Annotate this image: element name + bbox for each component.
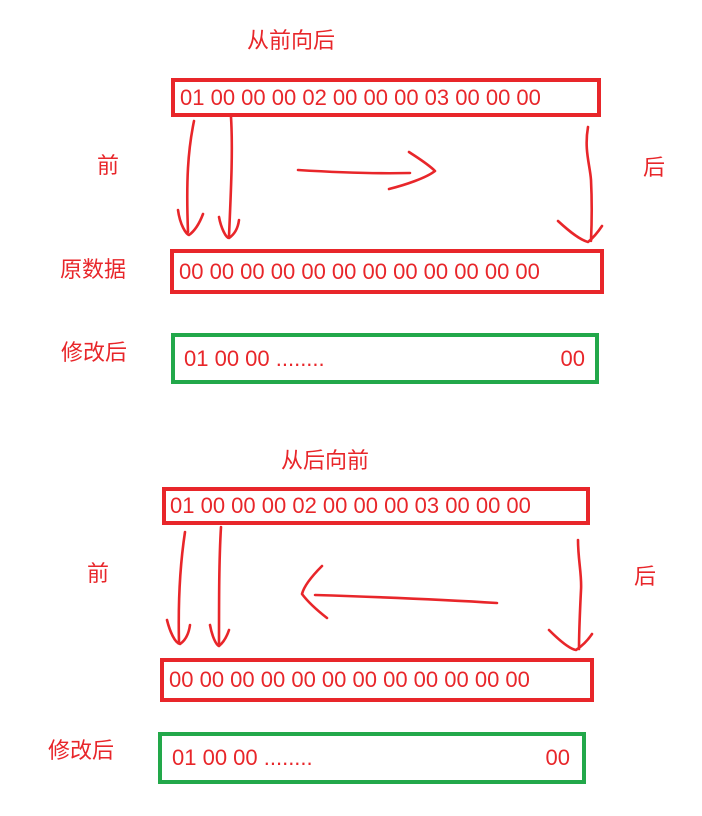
section2-modified-start: 01 00 00 ........ [172, 745, 313, 770]
section1-arrow-byte2 [217, 115, 241, 240]
section2-title: 从后向前 [281, 449, 370, 474]
section2-front-label: 前 [87, 562, 110, 587]
section1-source-box: 01 00 00 00 02 00 00 00 03 00 00 00 [171, 78, 601, 117]
section2-back-label: 后 [634, 565, 657, 590]
section2-source-box: 01 00 00 00 02 00 00 00 03 00 00 00 [162, 487, 590, 525]
section1-original-box: 00 00 00 00 00 00 00 00 00 00 00 00 [170, 249, 604, 294]
section2-modified-end: 00 [545, 745, 570, 770]
section1-front-label: 前 [97, 154, 120, 179]
section1-original-bytes: 00 00 00 00 00 00 00 00 00 00 00 00 [179, 258, 540, 284]
section2-original-box: 00 00 00 00 00 00 00 00 00 00 00 00 [160, 658, 594, 702]
section1-title: 从前向后 [247, 29, 336, 54]
section2-modified-label: 修改后 [48, 739, 115, 764]
section1-modified-start: 01 00 00 ........ [184, 345, 325, 371]
section1-arrow-last-byte [556, 125, 604, 244]
section1-modified-label: 修改后 [61, 341, 128, 366]
section2-source-bytes: 01 00 00 00 02 00 00 00 03 00 00 00 [170, 493, 531, 518]
section1-modified-end: 00 [560, 345, 585, 371]
section1-back-label: 后 [643, 156, 666, 181]
section2-arrow-byte1 [165, 530, 192, 646]
section1-original-label: 原数据 [60, 258, 127, 283]
section1-arrow-byte1 [176, 119, 205, 237]
section2-modified-box: 01 00 00 ........ 00 [158, 732, 586, 784]
section1-direction-arrow [296, 150, 437, 191]
section1-source-bytes: 01 00 00 00 02 00 00 00 03 00 00 00 [180, 84, 541, 110]
section2-arrow-byte2 [208, 525, 231, 648]
section1-modified-box: 01 00 00 ........ 00 [171, 333, 599, 384]
section2-direction-arrow [300, 564, 499, 620]
section2-arrow-last-byte [547, 538, 594, 652]
section2-original-bytes: 00 00 00 00 00 00 00 00 00 00 00 00 [169, 667, 530, 692]
